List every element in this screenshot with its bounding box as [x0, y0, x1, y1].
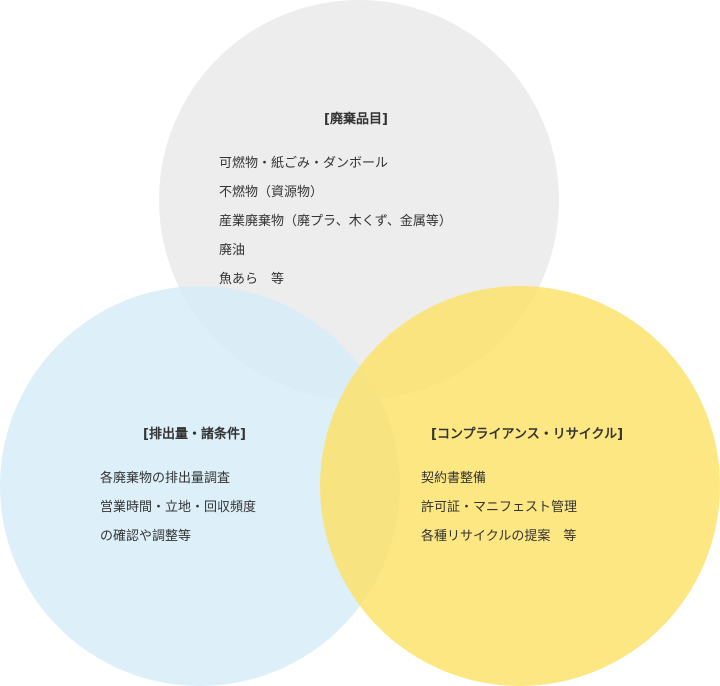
list-item: 産業廃棄物（廃プラ、木くず、金属等）: [219, 214, 452, 229]
compliance-recycle-title: [コンプライアンス・リサイクル]: [431, 427, 624, 442]
list-item: 廃油: [219, 243, 246, 258]
list-item: 魚あら 等: [219, 272, 285, 287]
list-item: 営業時間・立地・回収頻度: [100, 500, 257, 515]
list-item: 各種リサイクルの提案 等: [421, 529, 577, 544]
emission-conditions-title: [排出量・諸条件]: [143, 427, 246, 442]
list-item: 許可証・マニフェスト管理: [421, 500, 578, 515]
list-item: 不燃物（資源物）: [219, 185, 324, 200]
waste-category-title: [廃棄品目]: [324, 112, 388, 127]
compliance-circle: [320, 286, 720, 686]
waste-category-list: 可燃物・紙ごみ・ダンボール 不燃物（資源物） 産業廃棄物（廃プラ、木くず、金属等…: [219, 149, 452, 294]
list-item: の確認や調整等: [100, 529, 192, 544]
list-item: 各廃棄物の排出量調査: [100, 471, 231, 486]
emission-circle: [0, 286, 400, 686]
list-item: 契約書整備: [421, 471, 487, 486]
compliance-recycle-list: 契約書整備 許可証・マニフェスト管理 各種リサイクルの提案 等: [421, 464, 577, 551]
list-item: 可燃物・紙ごみ・ダンボール: [219, 156, 389, 171]
emission-conditions-list: 各廃棄物の排出量調査 営業時間・立地・回収頻度 の確認や調整等: [100, 464, 256, 551]
